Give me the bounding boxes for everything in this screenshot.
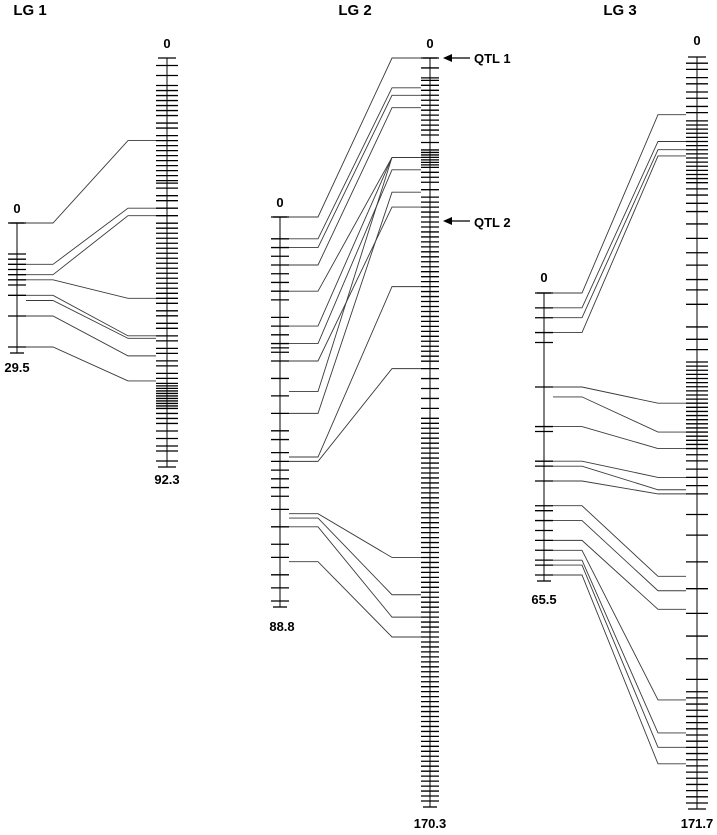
lg3-small-end-label: 65.5: [531, 592, 556, 607]
lg2-connector-line: [289, 156, 421, 292]
lg2-large-start-label: 0: [426, 36, 433, 51]
lg3-connector-line: [553, 480, 686, 495]
lg1-connector-line: [26, 294, 156, 337]
lg2-connector-line: [289, 191, 421, 414]
lg3-connector-line: [553, 426, 686, 449]
lg2-small-end-label: 88.8: [269, 619, 294, 634]
lg3-connector-line: [553, 574, 686, 765]
lg2-connector-line: [289, 206, 421, 362]
lg3-connector-line: [553, 549, 686, 701]
lg3-connector-line: [553, 520, 686, 592]
lg3-connector-line: [553, 460, 686, 478]
lg2-connector-line: [289, 94, 421, 248]
lg1-connector-line: [26, 315, 156, 357]
lg2-connector-line: [289, 57, 421, 218]
qtl-2-arrow-icon: [443, 217, 470, 225]
lg3-title: LG 3: [603, 2, 636, 19]
lg3-connector-line: [553, 114, 686, 294]
lg1-large-end-label: 92.3: [154, 472, 179, 487]
lg2-connector-line: [289, 87, 421, 240]
lg3-connector-line: [553, 465, 686, 491]
lg3-connector-line: [553, 155, 686, 334]
lg1-connector-line: [26, 215, 156, 276]
lg3-connector-line: [553, 149, 686, 319]
lg3-connector-line: [553, 559, 686, 734]
chromosome-drawing: [8, 56, 708, 810]
lg3-small-start-label: 0: [540, 270, 547, 285]
lg3-connector-line: [553, 396, 686, 433]
lg3-large-end-label: 171.7: [681, 816, 714, 831]
lg2-connector-line: [289, 169, 421, 344]
lg1-large-start-label: 0: [163, 36, 170, 51]
lg1-connector-line: [26, 279, 156, 299]
lg1-connector-line: [26, 346, 156, 382]
lg1-small-end-label: 29.5: [4, 360, 29, 375]
lg1-connector-line: [26, 140, 156, 224]
lg1-small-start-label: 0: [13, 201, 20, 216]
lg2-connector-line: [289, 526, 421, 618]
lg2-small-start-label: 0: [276, 195, 283, 210]
qtl-1-label: QTL 1: [474, 51, 511, 66]
lg2-large-end-label: 170.3: [414, 816, 447, 831]
lg1-connector-line: [26, 207, 156, 265]
lg3-connector-line: [553, 505, 686, 577]
qtl-1-arrow-icon: [443, 54, 470, 62]
lg3-connector-line: [553, 386, 686, 404]
lg1-title: LG 1: [13, 2, 46, 19]
lg2-connector-line: [289, 368, 421, 462]
lg3-connector-line: [553, 539, 686, 610]
qtl-2-label: QTL 2: [474, 215, 511, 230]
lg2-connector-line: [289, 513, 421, 558]
lg2-connector-line: [289, 156, 421, 327]
lg1-connector-line: [26, 300, 156, 339]
lg3-large-start-label: 0: [693, 33, 700, 48]
lg2-connector-line: [289, 156, 421, 392]
lg3-connector-line: [553, 141, 686, 309]
lg2-connector-line: [289, 517, 421, 596]
lg2-connector-line: [289, 561, 421, 638]
lg2-connector-line: [289, 107, 421, 266]
lg3-connector-line: [553, 564, 686, 748]
lg2-title: LG 2: [338, 2, 371, 19]
lg2-connector-line: [289, 286, 421, 458]
